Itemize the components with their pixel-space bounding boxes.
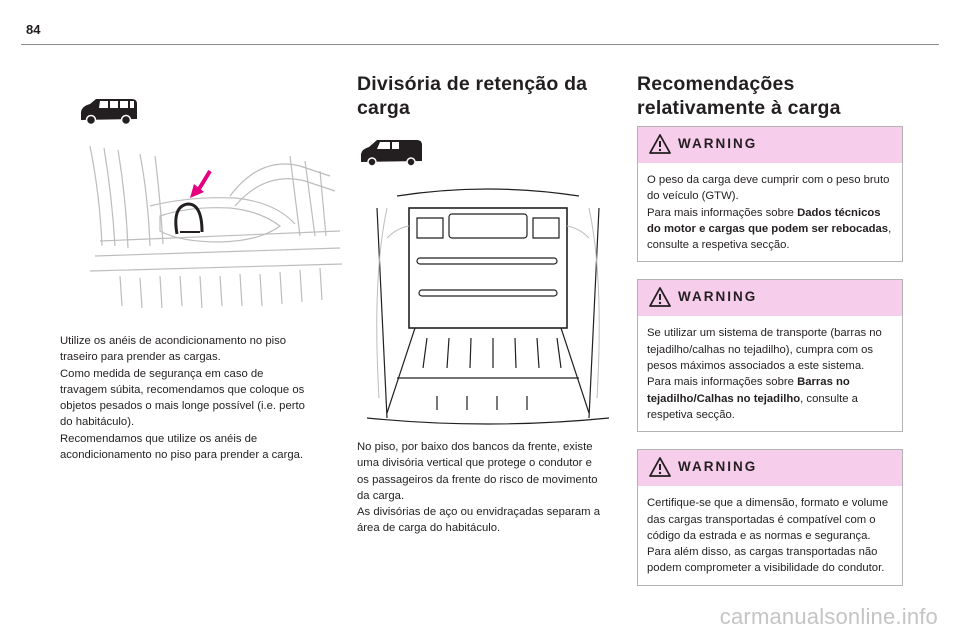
left-column: Utilize os anéis de acondicionamento no … (60, 60, 343, 463)
middle-column: Divisória de retenção da carga No piso, … (357, 72, 619, 537)
warning-header: WARNING (638, 450, 902, 487)
warning-box: WARNING Se utilizar um sistema de transp… (637, 279, 903, 433)
warning-triangle-icon (649, 134, 671, 154)
warning-label: WARNING (678, 459, 758, 475)
warning-label: WARNING (678, 136, 758, 151)
warning-text-bold: Barras no tejadilho/Calhas no tejadilho (647, 376, 850, 405)
warning-text-part: Se utilizar um sistema de transporte (ba… (647, 327, 882, 389)
right-column: Recomendações relativamente à carga WARN… (637, 72, 903, 586)
warning-label: WARNING (678, 289, 758, 305)
header-rule (21, 44, 939, 45)
warning-box: WARNING O peso da carga deve cumprir com… (637, 126, 903, 263)
warning-text-part: Certifique-se que a dimensão, formato e … (647, 497, 889, 575)
warning-text-bold: Dados técnicos do motor e cargas que pod… (647, 206, 889, 235)
section-title-text: Recomendações relativamente à carga (637, 73, 841, 119)
warning-header: WARNING (638, 127, 902, 163)
page-number: 84 (26, 22, 41, 37)
warning-triangle-icon (649, 287, 671, 308)
van-icon (361, 140, 422, 167)
watermark: carmanualsonline.info (719, 604, 938, 629)
warning-text-part: O peso da carga deve cumprir com o peso … (647, 174, 890, 219)
warning-text-part: , consulte a respetiva secção. (647, 392, 858, 421)
warning-text: O peso da carga deve cumprir com o peso … (638, 163, 902, 261)
warning-text-part: , consulte a respetiva secção. (647, 222, 892, 252)
left-body-text: Utilize os anéis de acondicionamento no … (60, 335, 305, 462)
cargo-partition-illustration (366, 188, 610, 425)
section-title-cargo-partition: Divisória de retenção da carga (357, 73, 588, 119)
section-title-load-recommendations: Recomendações relativamente à carga (637, 72, 903, 120)
warning-text: Se utilizar um sistema de transporte (ba… (638, 316, 902, 431)
middle-body-text: No piso, por baixo dos bancos da frente,… (357, 441, 601, 535)
floor-anchor-ring-illustration (89, 145, 343, 309)
warning-text: Certifique-se que a dimensão, formato e … (638, 486, 902, 584)
warning-box: WARNING Certifique-se que a dimensão, fo… (637, 449, 903, 586)
warning-header: WARNING (638, 280, 902, 317)
warning-triangle-icon (649, 457, 671, 478)
warnings-list: WARNING O peso da carga deve cumprir com… (637, 126, 903, 586)
minibus-icon (81, 99, 137, 126)
